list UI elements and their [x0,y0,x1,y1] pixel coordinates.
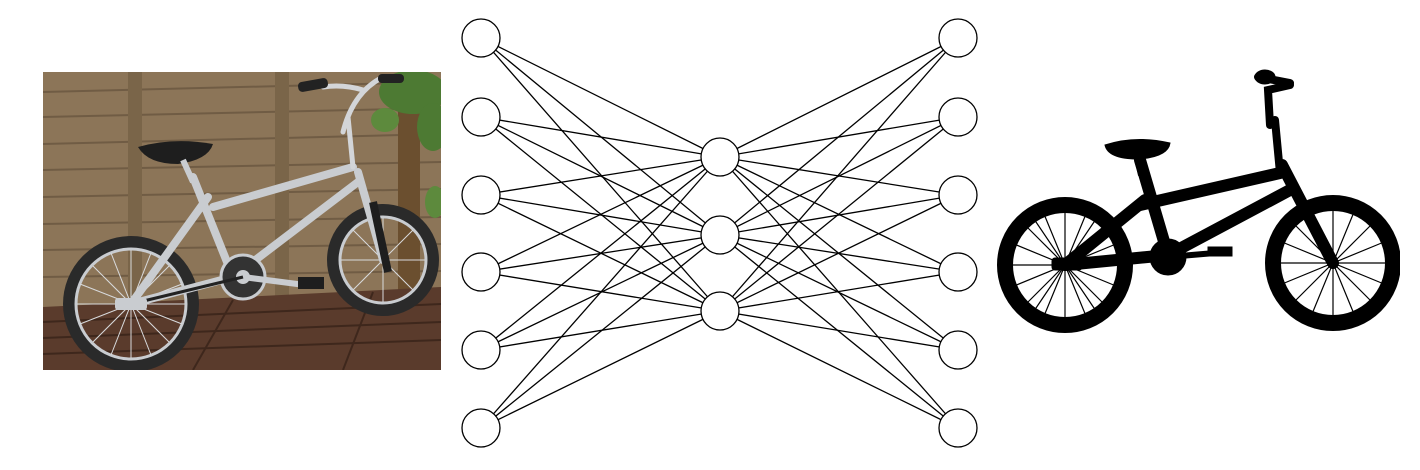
chain [130,275,244,306]
seat [138,141,213,164]
bike [63,74,439,370]
connection-line [480,310,721,351]
rear-rim [74,247,188,361]
connection-line [480,234,721,429]
fence-post [275,72,289,312]
hidden-layer-node [700,137,740,177]
connection-line [480,37,721,312]
autoencoder-network-icon [461,18,978,448]
grip [1254,69,1276,85]
input-layer-node [461,175,501,215]
connection-line [480,116,721,158]
connection-line [719,194,959,236]
connection-line [480,156,721,196]
connection-line [719,37,959,312]
network-connections [480,37,959,429]
connection-line [719,310,959,429]
bmx-bike-silhouette-icon [997,69,1400,333]
bike-photo [43,72,441,370]
hidden-layer-node [700,291,740,331]
front-wheel [1265,195,1400,331]
front-tire [327,204,439,316]
connection-line [480,156,721,351]
connection-line [719,234,959,429]
bike-silhouette [990,65,1400,345]
peg [1051,257,1083,271]
connection-line [480,271,721,312]
peg [115,298,147,310]
connection-line [719,310,959,351]
crank [242,274,306,288]
connection-line [719,234,959,351]
seat [1104,138,1171,160]
fork [369,201,392,273]
connection-line [480,37,721,158]
connection-line [480,310,721,429]
connection-line [719,194,959,312]
hidden-layer-node [700,215,740,255]
input-layer-node [461,252,501,292]
connection-line [480,156,721,273]
seat-post [1134,156,1146,176]
output-layer-node [938,97,978,137]
connection-line [719,116,959,236]
fence-post [128,72,142,312]
grip [378,74,404,83]
output-layer-node [938,252,978,292]
handlebars [1254,73,1294,177]
pedal [298,277,324,289]
frame [127,163,387,308]
connection-line [719,37,959,236]
bmx-bike-photo-icon [43,72,441,370]
input-layer-node [461,97,501,137]
input-layer-node [461,330,501,370]
connection-line [719,271,959,312]
connection-line [480,156,721,429]
neural-network-diagram [450,10,990,460]
connection-line [719,37,959,158]
output-layer-node [938,408,978,448]
output-layer-node [938,330,978,370]
pedal [1207,246,1233,257]
wooden-post [398,92,420,322]
input-layer-node [461,408,501,448]
seat-post [180,158,196,184]
output-layer-node [938,18,978,58]
input-layer-node [461,18,501,58]
rear-tire [63,236,199,370]
grip [297,78,329,92]
network-nodes [461,18,978,448]
crank [1167,250,1216,260]
connection-line [719,116,959,312]
output-layer-node [938,175,978,215]
front-rim [338,215,428,305]
